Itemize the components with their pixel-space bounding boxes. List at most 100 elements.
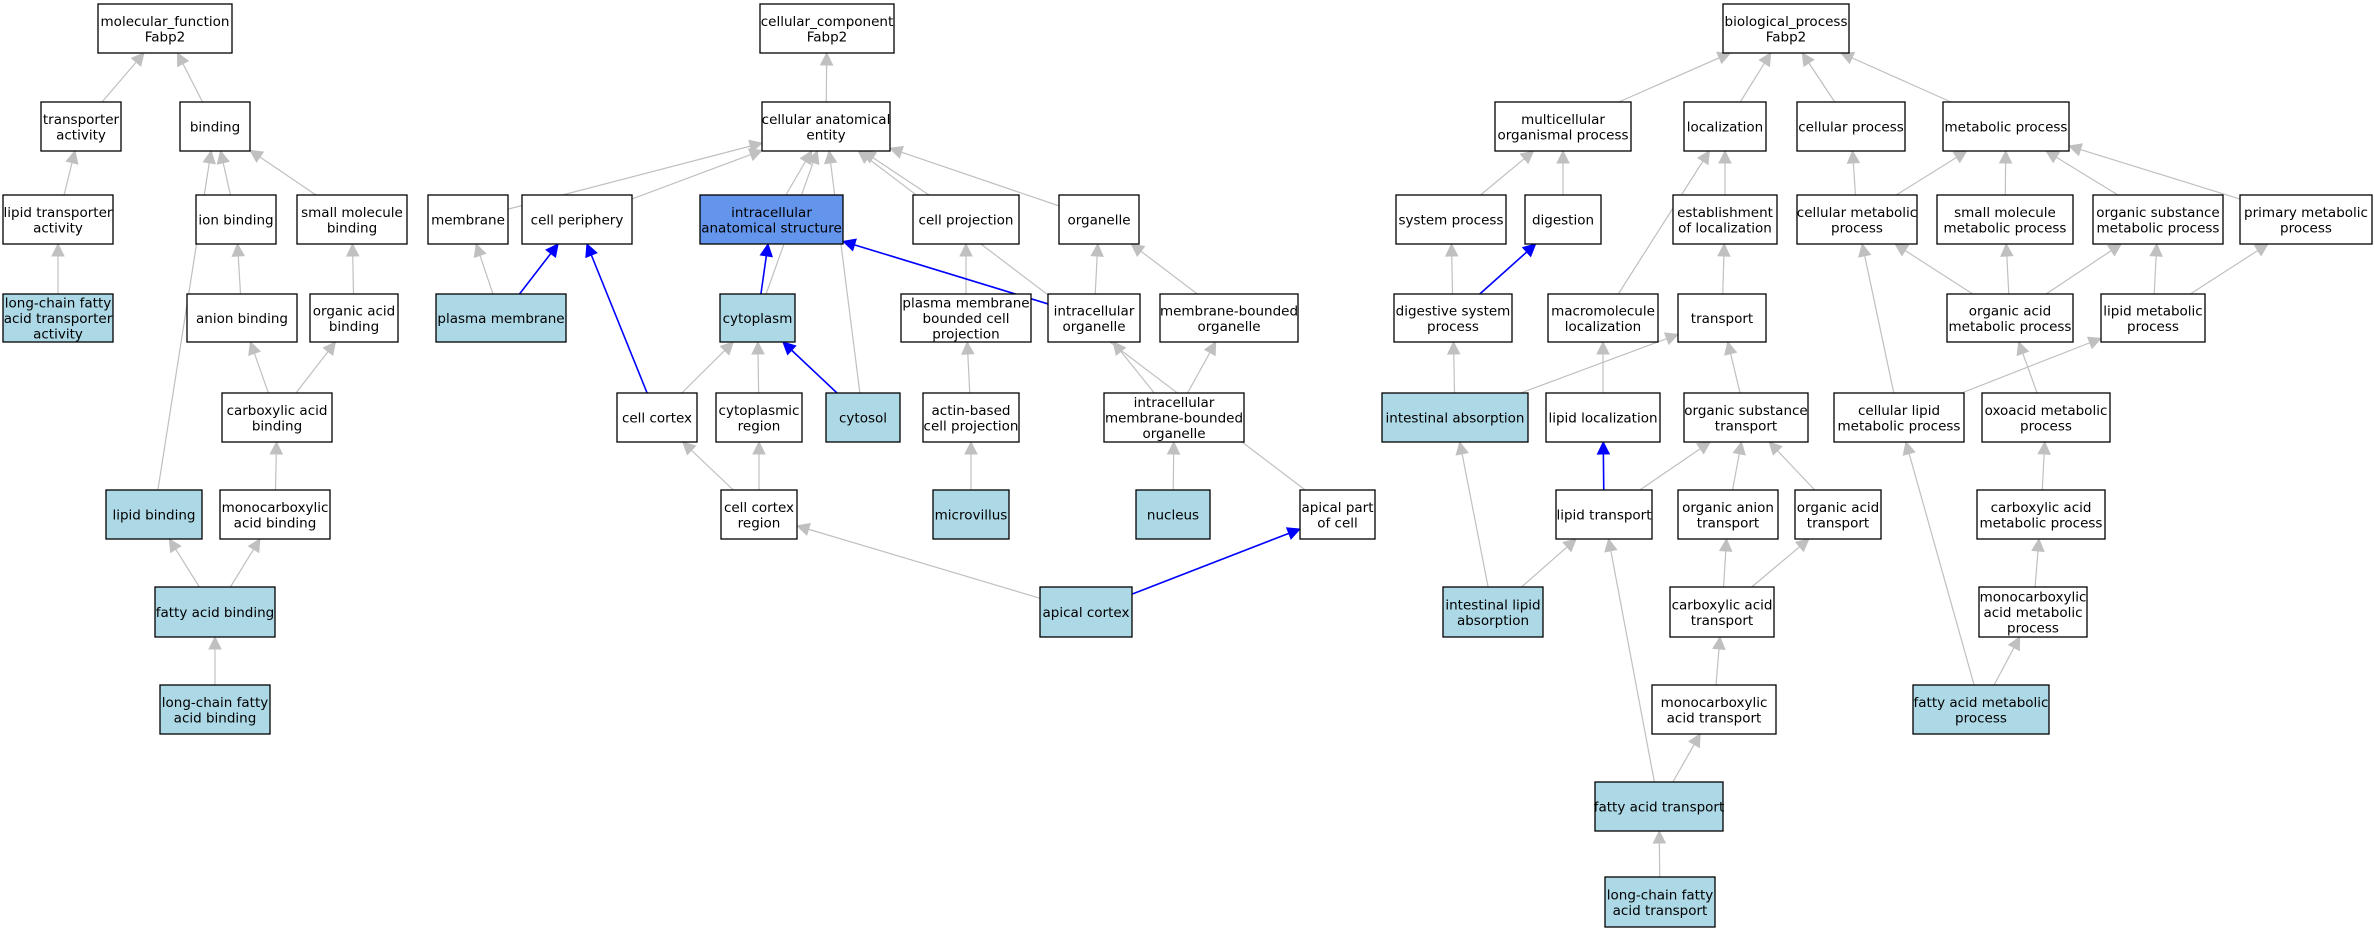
arrowhead (2149, 242, 2163, 257)
node-label: monocarboxylic (1661, 695, 1768, 711)
node-lipid-localization[interactable]: lipid localization (1545, 392, 1661, 443)
node-system-process[interactable]: system process (1395, 194, 1507, 245)
arrowhead (322, 341, 337, 357)
node-label: metabolic process (1945, 120, 2068, 136)
arrowhead (473, 242, 487, 259)
arrowhead (1596, 340, 1610, 355)
node-ion-binding[interactable]: ion binding (195, 194, 277, 245)
node-cellular-process[interactable]: cellular process (1796, 101, 1906, 152)
arrowhead (1444, 242, 1459, 257)
node-box (1976, 489, 2106, 540)
node-fatty-acid-transport[interactable]: fatty acid transport (1594, 781, 1725, 832)
node-label: Fabp2 (1766, 29, 1807, 45)
node-label: organelle (1142, 426, 1205, 442)
arrowhead (719, 341, 735, 356)
node-nucleus[interactable]: nucleus (1135, 489, 1211, 540)
node-cell-periphery[interactable]: cell periphery (521, 194, 633, 245)
node-lipid-binding[interactable]: lipid binding (105, 489, 203, 540)
arrowhead (959, 242, 973, 257)
node-anion-binding[interactable]: anion binding (186, 293, 298, 343)
node-digestion[interactable]: digestion (1524, 194, 1602, 245)
node-binding[interactable]: binding (179, 101, 251, 152)
edge-cell_cortex-to-cell_periphery (585, 242, 648, 394)
edge-cellular_metabolic_process-to-cellular_process (1846, 149, 1861, 196)
node-plasma-membrane[interactable]: plasma membrane (435, 293, 567, 343)
node-label: acid metabolic (1983, 605, 2082, 621)
node-label: organelle (1067, 213, 1130, 229)
edge-cytosol-to-cellular_anatomical_entity (823, 149, 861, 394)
node-microvillus[interactable]: microvillus (932, 489, 1010, 540)
node-cytosol[interactable]: cytosol (825, 392, 901, 443)
node-apical-cortex[interactable]: apical cortex (1039, 586, 1133, 638)
arrowhead (2031, 537, 2045, 553)
node-transport[interactable]: transport (1677, 293, 1767, 343)
node-label: primary metabolic (2244, 205, 2368, 221)
edge-line (1094, 255, 1098, 295)
edge-fatty_acid_transport-to-lipid_transport (1604, 537, 1655, 783)
node-label: oxoacid metabolic (1985, 403, 2108, 419)
arrowhead (1732, 440, 1746, 456)
node-intestinal-absorption[interactable]: intestinal absorption (1381, 392, 1529, 443)
node-fatty-acid-binding[interactable]: fatty acid binding (154, 586, 276, 638)
node-metabolic-process[interactable]: metabolic process (1942, 101, 2070, 152)
arrowhead (1724, 340, 1738, 356)
edge-line (352, 255, 355, 295)
edge-intracellular_mb_organelle-to-membrane_bounded_organelle (1187, 341, 1217, 394)
node-box (1794, 489, 1882, 540)
node-organelle[interactable]: organelle (1058, 194, 1140, 245)
node-cell-projection[interactable]: cell projection (912, 194, 1020, 245)
node-label: intestinal absorption (1386, 411, 1525, 427)
node-lipid-transport[interactable]: lipid transport (1555, 489, 1653, 540)
node-cytoplasm[interactable]: cytoplasm (719, 293, 796, 343)
node-box (105, 489, 203, 540)
node-cell-cortex[interactable]: cell cortex (616, 392, 698, 443)
node-membrane[interactable]: membrane (427, 194, 509, 245)
node-localization[interactable]: localization (1683, 101, 1767, 152)
node-box (186, 293, 298, 343)
node-label: long-chain fatty (5, 296, 111, 312)
